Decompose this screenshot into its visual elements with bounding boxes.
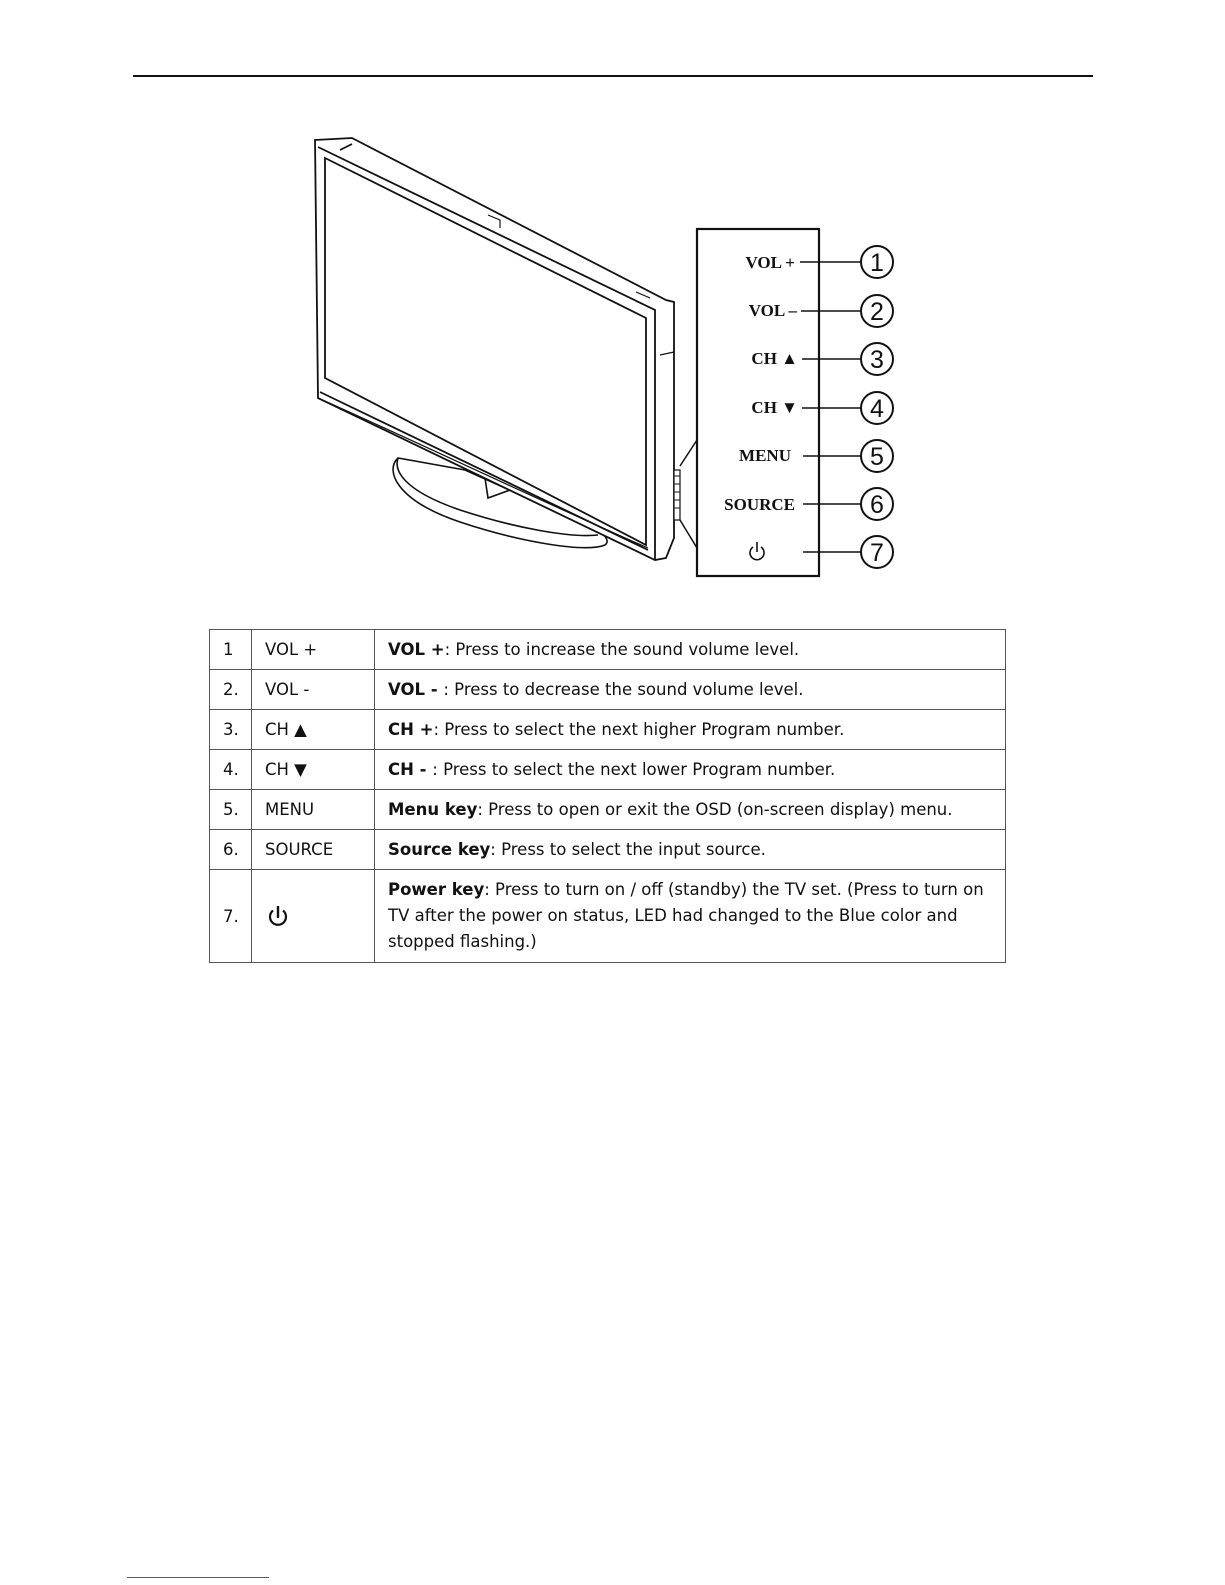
row-key: VOL + [251,629,375,670]
row-key: MENU [251,789,375,830]
row-key: CH ▲ [251,709,375,750]
row-term: Menu key [388,799,478,819]
row-term: CH - [388,759,433,779]
callout-circle-3 [860,342,894,376]
power-icon [268,906,288,926]
row-desc-text: : Press to decrease the sound volume lev… [443,679,804,699]
callout-circle-7 [860,535,894,569]
row-key: VOL - [251,669,375,710]
table-row: 3. CH ▲ CH +: Press to select the next h… [209,709,1006,750]
callout-circle-5 [860,439,894,473]
callout-leaders [800,261,861,553]
tv-illustration: VOL + VOL – CH ▲ CH ▼ MENU SOURCE 1 2 3 … [314,137,894,578]
panel-pointer [679,439,698,549]
row-term: Source key [388,839,491,859]
row-description: Menu key: Press to open or exit the OSD … [374,789,1006,830]
row-desc-text: : Press to select the next lower Program… [432,759,836,779]
callout-circle-4 [860,391,894,425]
controls-table: 1 VOL + VOL +: Press to increase the sou… [209,629,1006,963]
tv-body [314,137,681,561]
panel-label-menu: MENU [739,446,791,465]
row-number: 4. [209,749,252,790]
row-description: CH +: Press to select the next higher Pr… [374,709,1006,750]
side-button-panel [695,227,821,578]
row-term: Power key [388,880,485,899]
footer-link-underline [127,1577,269,1578]
row-number: 3. [209,709,252,750]
row-key: CH ▼ [251,749,375,790]
row-key [251,869,375,963]
row-key: SOURCE [251,829,375,870]
table-row: 7. Power key: Press to turn on / off (st… [209,869,1006,963]
table-row: 2. VOL - VOL - : Press to decrease the s… [209,669,1006,710]
callout-circle-2 [860,294,894,328]
panel-label-vol-down: VOL – [749,301,798,320]
callout-number-6: 6 [870,491,884,519]
callout-number-3: 3 [870,346,884,374]
row-number: 6. [209,829,252,870]
row-description: VOL +: Press to increase the sound volum… [374,629,1006,670]
row-desc-text: : Press to select the next higher Progra… [433,719,845,739]
panel-label-vol-up: VOL + [746,253,796,272]
row-description: CH - : Press to select the next lower Pr… [374,749,1006,790]
panel-label-ch-down: CH ▼ [751,398,798,417]
row-description: VOL - : Press to decrease the sound volu… [374,669,1006,710]
row-description: Power key: Press to turn on / off (stand… [374,869,1006,963]
header-rule [133,75,1093,77]
callout-circles [860,245,894,569]
callout-number-5: 5 [870,443,884,471]
row-desc-text: : Press to open or exit the OSD (on-scre… [477,799,953,819]
callout-circle-1 [860,245,894,279]
table-row: 6. SOURCE Source key: Press to select th… [209,829,1006,870]
table-row: 5. MENU Menu key: Press to open or exit … [209,789,1006,830]
callout-number-1: 1 [870,249,884,277]
row-number: 5. [209,789,252,830]
row-desc-text: : Press to increase the sound volume lev… [444,639,800,659]
row-desc-text: : Press to turn on / off (standby) the T… [388,880,984,951]
row-description: Source key: Press to select the input so… [374,829,1006,870]
panel-label-source: SOURCE [724,495,795,514]
row-number: 1 [209,629,252,670]
panel-label-ch-up: CH ▲ [751,349,798,368]
row-term: VOL + [388,639,445,659]
row-number: 7. [209,869,252,963]
row-term: VOL - [388,679,444,699]
table-row: 4. CH ▼ CH - : Press to select the next … [209,749,1006,790]
callout-number-4: 4 [870,395,884,423]
table-row: 1 VOL + VOL +: Press to increase the sou… [209,629,1006,670]
row-desc-text: : Press to select the input source. [490,839,766,859]
panel-power-icon [749,542,765,561]
callout-circle-6 [860,487,894,521]
callout-number-2: 2 [870,298,884,326]
row-number: 2. [209,669,252,710]
callout-number-7: 7 [870,539,884,567]
row-term: CH + [388,719,434,739]
